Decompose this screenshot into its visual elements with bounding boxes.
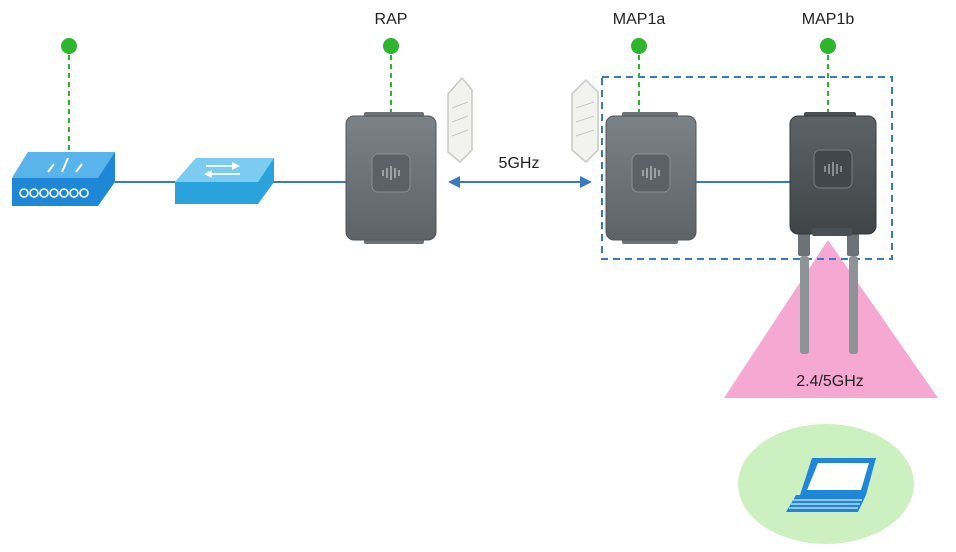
switch-icon <box>175 158 274 204</box>
map1a-label: MAP1a <box>613 11 666 28</box>
map-group-box <box>601 76 893 260</box>
wireless-client <box>738 424 914 544</box>
rap-status-dot <box>383 38 399 54</box>
arrow-right-icon <box>580 176 592 188</box>
router-icon <box>12 152 115 206</box>
router-status-dot <box>61 38 77 54</box>
rap-label: RAP <box>375 11 408 28</box>
backhaul-band-label: 5GHz <box>499 155 540 172</box>
arrow-left-icon <box>448 176 460 188</box>
dipole-antenna-icon <box>798 232 859 354</box>
patch-antenna-icon <box>447 76 473 164</box>
access-point-icon <box>789 112 877 236</box>
map1a-status-dot <box>631 38 647 54</box>
coverage-area <box>724 240 938 398</box>
access-band-label: 2.4/5GHz <box>796 373 864 390</box>
backhaul-link <box>448 176 592 188</box>
status-lines <box>68 46 829 152</box>
map1b-status-dot <box>820 38 836 54</box>
access-point-icon <box>605 112 697 244</box>
laptop-icon <box>786 458 876 512</box>
map1b-label: MAP1b <box>802 11 855 28</box>
access-point-icon <box>345 112 437 244</box>
patch-antenna-icon <box>571 78 599 164</box>
